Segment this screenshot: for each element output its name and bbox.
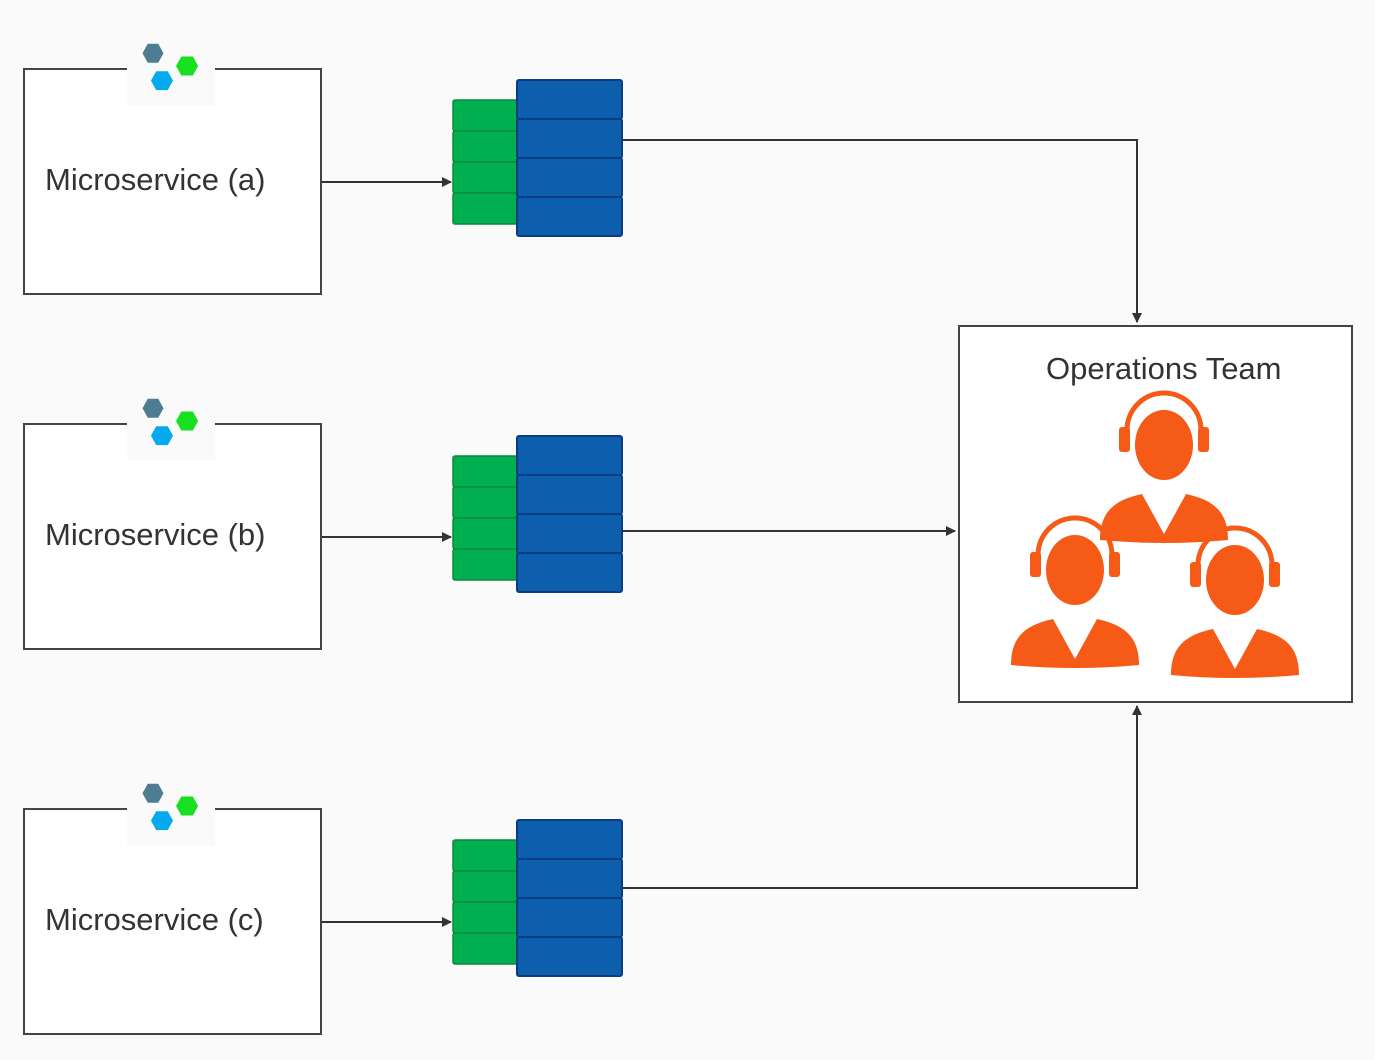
queue-c-icon	[452, 819, 623, 977]
operations-team-label: Operations Team	[1046, 351, 1282, 386]
queue-b-icon	[452, 435, 623, 593]
microservice-c-box	[23, 808, 322, 1035]
team-member-top-icon	[1100, 393, 1228, 543]
microservice-a-box	[23, 68, 322, 295]
microservice-a-label: Microservice (a)	[45, 162, 266, 197]
microservice-b-label: Microservice (b)	[45, 517, 266, 552]
microservice-b-logo-icon	[127, 384, 215, 460]
queue-a-icon	[452, 79, 623, 237]
microservice-c-label: Microservice (c)	[45, 902, 264, 937]
team-member-right-icon	[1171, 528, 1299, 678]
microservice-c-logo-icon	[127, 769, 215, 845]
microservice-a-logo-icon	[127, 29, 215, 105]
connector-queue-c-to-ops	[622, 705, 1142, 889]
connector-queue-a-to-ops	[622, 139, 1142, 323]
microservice-b-box	[23, 423, 322, 650]
